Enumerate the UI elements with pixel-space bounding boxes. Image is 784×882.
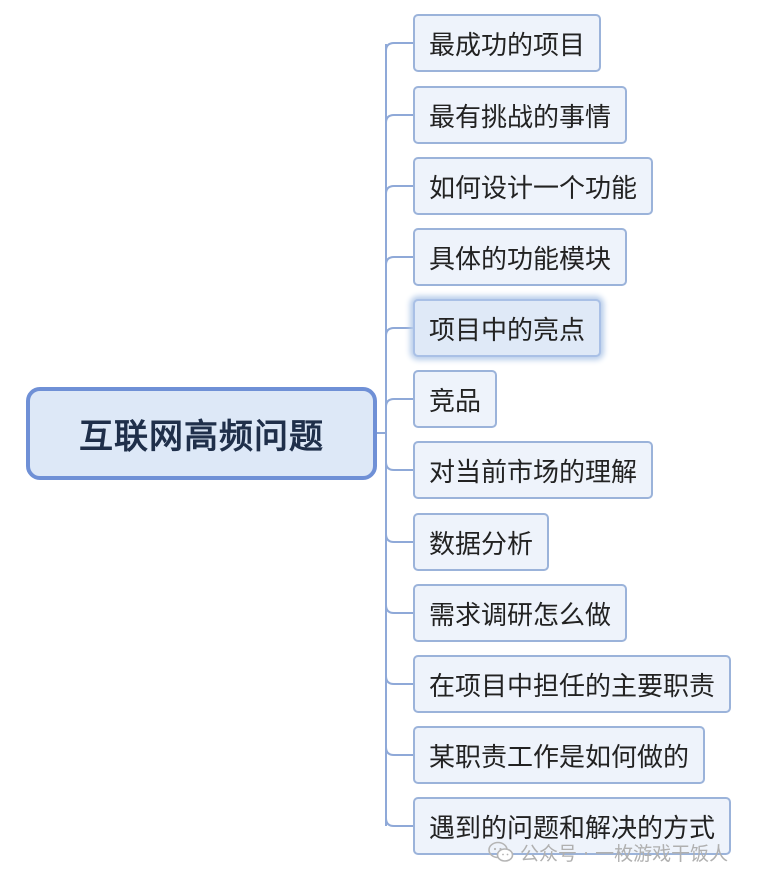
branch-node[interactable]: 如何设计一个功能 (413, 157, 654, 215)
branch-label: 某职责工作是如何做的 (429, 742, 690, 773)
branch-connector (385, 533, 413, 543)
branch-connector (385, 746, 413, 756)
branch-connector (385, 675, 413, 685)
branch-connector (385, 327, 413, 337)
branch-label: 对当前市场的理解 (429, 457, 638, 488)
branch-label: 如何设计一个功能 (429, 173, 638, 204)
root-topic[interactable]: 互联网高频问题 (26, 387, 377, 480)
branch-connector (385, 604, 413, 614)
branch-node[interactable]: 在项目中担任的主要职责 (413, 655, 732, 713)
wechat-icon (488, 841, 514, 862)
branch-connector (385, 114, 413, 124)
branch-connector (385, 398, 413, 408)
branch-connector (385, 256, 413, 266)
branch-label: 项目中的亮点 (429, 315, 586, 346)
branch-label: 数据分析 (429, 529, 534, 560)
branch-label: 具体的功能模块 (429, 244, 612, 275)
watermark-text: 公众号 · 一枚游戏干饭人 (520, 842, 729, 865)
branch-node[interactable]: 某职责工作是如何做的 (413, 726, 706, 784)
branch-connector (385, 817, 413, 827)
branch-node[interactable]: 对当前市场的理解 (413, 441, 654, 499)
branch-node[interactable]: 数据分析 (413, 513, 550, 571)
branch-connector (385, 42, 413, 52)
branch-node[interactable]: 最成功的项目 (413, 14, 602, 72)
branch-node[interactable]: 具体的功能模块 (413, 228, 628, 286)
branch-label: 需求调研怎么做 (429, 600, 612, 631)
watermark: 公众号 · 一枚游戏干饭人 (488, 838, 728, 866)
branch-connector (385, 185, 413, 195)
branch-connector (385, 461, 413, 471)
root-topic-label: 互联网高频问题 (79, 417, 324, 457)
branch-label: 最有挑战的事情 (429, 102, 612, 133)
branch-node[interactable]: 最有挑战的事情 (413, 86, 628, 144)
branch-label: 竞品 (429, 386, 482, 417)
branch-node-highlighted[interactable]: 项目中的亮点 (413, 299, 602, 357)
branch-label: 遇到的问题和解决的方式 (429, 813, 716, 844)
branch-label: 在项目中担任的主要职责 (429, 671, 716, 702)
branch-label: 最成功的项目 (429, 30, 586, 61)
branch-node[interactable]: 需求调研怎么做 (413, 584, 628, 642)
branch-node[interactable]: 遇到的问题和解决的方式 (413, 797, 732, 855)
branch-node[interactable]: 竞品 (413, 370, 498, 428)
